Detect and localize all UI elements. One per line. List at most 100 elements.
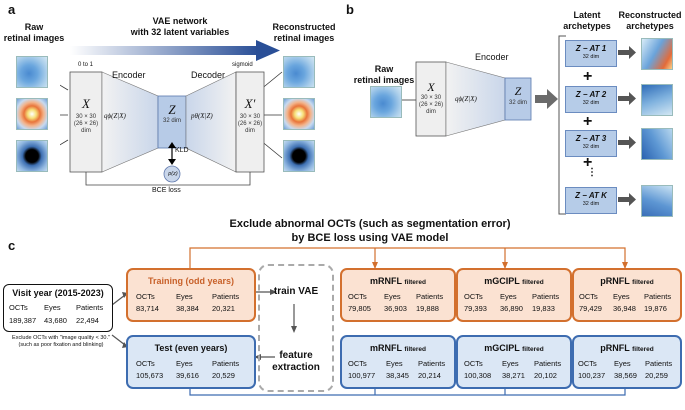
recon-archetype-image-2 (641, 84, 673, 116)
bot1-hdr-patients: Patients (418, 359, 446, 368)
x-dim-b: 30 × 30 (26 × 26) dim (418, 95, 444, 115)
recon-archetype-image-k (641, 185, 673, 217)
top1-hdr-patients: Patients (416, 292, 444, 301)
archetype-sub-k: 32 dim (582, 201, 600, 207)
z-dim-a: 32 dim (162, 118, 181, 124)
filtered-bottom-suffix-3: filtered (632, 346, 654, 353)
filtered-bottom-name-3: pRNFL (600, 343, 630, 353)
bot3-hdr-octs: OCTs (578, 359, 597, 368)
top3-hdr-octs: OCTs (579, 292, 598, 301)
training-hdr-eyes: Eyes (176, 292, 193, 301)
encoder-label-a: Encoder (112, 70, 146, 80)
recon-images-label: Reconstructed retinal images (272, 22, 336, 43)
xprime-dim-a: 30 × 30 (26 × 26) dim (237, 114, 263, 134)
archetype-label-3: Z − AT 3 (575, 134, 607, 143)
top3-val-eyes: 36,948 (613, 304, 636, 313)
bot3-val-octs: 100,237 (578, 371, 606, 380)
recon-archetypes-header: Reconstructed archetypes (618, 10, 682, 31)
exclude-note: Exclude OCTs with "image quality < 30." … (12, 335, 110, 348)
bot1-val-octs: 100,977 (348, 371, 376, 380)
recon-retina-image-3 (283, 140, 315, 172)
top2-val-patients: 19,833 (532, 304, 555, 313)
visit-hdr-patients: Patients (76, 303, 104, 312)
x-dim-a: 30 × 30 (26 × 26) dim (73, 114, 99, 134)
archetype-label-1: Z − AT 1 (575, 44, 607, 53)
p-label-a: pθ(X|Z) (191, 112, 213, 120)
visit-val-octs: 189,387 (9, 316, 37, 325)
visit-year-box: Visit year (2015-2023) OCTs Eyes Patient… (3, 284, 113, 332)
top2-hdr-patients: Patients (532, 292, 560, 301)
filtered-top-suffix-3: filtered (632, 279, 654, 286)
bot2-hdr-patients: Patients (534, 359, 562, 368)
filtered-top-box-2: mGCIPL filtered OCTs Eyes Patients 79,39… (456, 268, 572, 322)
filtered-top-name-3: pRNFL (600, 276, 630, 286)
filtered-top-box-1: mRNFL filtered OCTs Eyes Patients 79,805… (340, 268, 456, 322)
kld-label: KLD (175, 147, 189, 154)
range-label: 0 to 1 (78, 62, 94, 68)
training-hdr-octs: OCTs (136, 292, 155, 301)
archetype-box-2: Z − AT 2 32 dim (565, 86, 617, 113)
train-vae-label: train VAE (273, 286, 319, 297)
filtered-top-box-3: pRNFL filtered OCTs Eyes Patients 79,429… (572, 268, 682, 322)
z-symbol-a: Z (168, 102, 176, 117)
x-symbol-b: X (427, 80, 435, 94)
vae-flow-arrow (70, 40, 280, 61)
raw-images-label-b: Raw retinal images (353, 64, 415, 85)
top1-hdr-eyes: Eyes (384, 292, 401, 301)
top1-val-patients: 19,888 (416, 304, 439, 313)
sigmoid-label: sigmoid (232, 62, 253, 68)
archetype-label-k: Z − AT K (575, 191, 607, 200)
filtered-top-name-2: mGCIPL (484, 276, 520, 286)
test-hdr-eyes: Eyes (176, 359, 193, 368)
decoder-label-a: Decoder (191, 70, 226, 80)
bot3-hdr-patients: Patients (645, 359, 673, 368)
archetype-arrows (618, 46, 636, 206)
q-label-a: qϕ(Z|X) (104, 112, 126, 120)
archetype-bracket (558, 35, 566, 215)
archetype-box-k: Z − AT K 32 dim (565, 187, 617, 214)
top3-hdr-patients: Patients (644, 292, 672, 301)
filtered-bottom-box-3: pRNFL filtered OCTs Eyes Patients 100,23… (572, 335, 682, 389)
training-val-octs: 83,714 (136, 304, 159, 313)
bot2-hdr-eyes: Eyes (502, 359, 519, 368)
plus-sign-2: + (583, 113, 593, 130)
filtered-top-name-1: mRNFL (369, 276, 402, 286)
prior-label: p(z) (168, 171, 178, 177)
raw-retina-image-3 (16, 140, 48, 172)
panel-c-letter: c (8, 238, 16, 253)
test-val-eyes: 39,616 (176, 371, 199, 380)
bce-loss-label: BCE loss (152, 187, 181, 194)
raw-images-label: Raw retinal images (3, 22, 65, 43)
bot1-val-patients: 20,214 (418, 371, 441, 380)
bot2-val-patients: 20,102 (534, 371, 557, 380)
bot1-hdr-octs: OCTs (348, 359, 367, 368)
recon-retina-image-1 (283, 56, 315, 88)
raw-retina-image-1 (16, 56, 48, 88)
encoder-diagram-b (402, 61, 558, 137)
latent-archetypes-header: Latent archetypes (563, 10, 611, 31)
top1-hdr-octs: OCTs (348, 292, 367, 301)
archetype-label-2: Z − AT 2 (575, 90, 607, 99)
panel-a-letter: a (8, 2, 16, 17)
plus-sign-3: + (583, 154, 593, 171)
training-val-eyes: 38,384 (176, 304, 199, 313)
test-box: Test (even years) OCTs Eyes Patients 105… (126, 335, 256, 389)
top3-val-octs: 79,429 (579, 304, 602, 313)
recon-archetype-image-3 (641, 128, 673, 160)
training-title: Training (odd years) (147, 276, 234, 286)
top2-hdr-octs: OCTs (464, 292, 483, 301)
z-symbol-b: Z (514, 84, 522, 98)
visit-hdr-octs: OCTs (9, 303, 28, 312)
raw-retina-image-2 (16, 98, 48, 130)
archetype-box-1: Z − AT 1 32 dim (565, 40, 617, 67)
filtered-top-suffix-1: filtered (404, 279, 427, 286)
bot2-val-octs: 100,308 (464, 371, 492, 380)
bot3-hdr-eyes: Eyes (614, 359, 631, 368)
visit-year-title: Visit year (2015-2023) (12, 288, 104, 298)
panel-b-letter: b (346, 2, 354, 17)
panel-c-title-1: Exclude abnormal OCTs (such as segmentat… (229, 218, 511, 230)
filtered-top-suffix-2: filtered (522, 279, 544, 286)
recon-retina-image-2 (283, 98, 315, 130)
top2-val-octs: 79,393 (464, 304, 487, 313)
raw-retina-image-b (370, 86, 402, 118)
